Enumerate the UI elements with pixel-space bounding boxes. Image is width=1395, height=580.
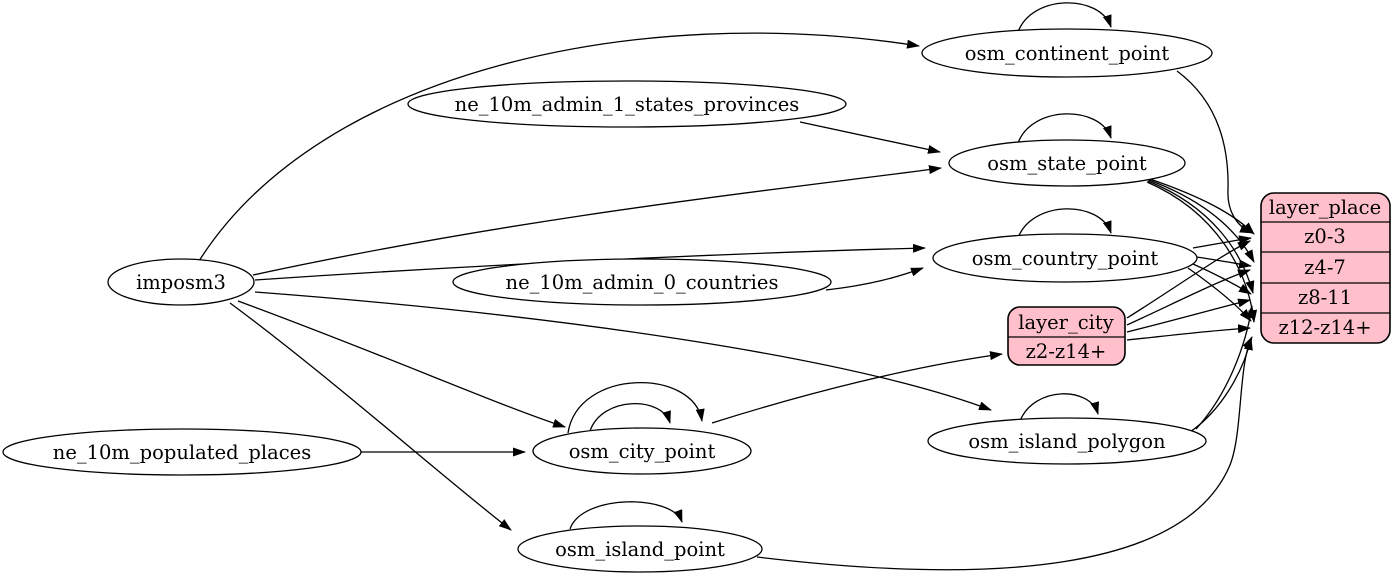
edge-ne-10m-admin-1-states-provinces-to-osm-state-point bbox=[799, 121, 941, 154]
edge-selfloop-inner-osm-city-point bbox=[589, 403, 671, 432]
edge-osm-state-point-to-layer-place-z0-3 bbox=[1149, 178, 1255, 235]
ne-places-shape bbox=[2, 428, 362, 476]
osm-state-point-label: osm_state_point bbox=[987, 152, 1147, 175]
edge-layer-city-to-layer-place-z0-3 bbox=[1126, 240, 1251, 319]
edge-osm-continent-point-to-layer-place-z0-3 bbox=[1176, 70, 1253, 234]
osm-city-point-shape bbox=[532, 427, 752, 475]
layer-place-title: layer_place bbox=[1269, 196, 1381, 219]
node-ne-10m-admin-0-countries: ne_10m_admin_0_countries bbox=[452, 258, 832, 306]
osm-state-point-shape bbox=[948, 139, 1186, 187]
layer-place-row-z8-11: z8-11 bbox=[1298, 286, 1352, 309]
edge-layer-city-to-layer-place-z4-7 bbox=[1126, 269, 1251, 326]
layer-place-row-z0-3: z0-3 bbox=[1304, 225, 1346, 248]
osm-island-point-label: osm_island_point bbox=[555, 538, 725, 561]
edge-layer-city-to-layer-place-z12-z14 bbox=[1126, 324, 1251, 341]
node-osm-city-point: osm_city_point bbox=[532, 427, 752, 475]
edge-osm-country-point-to-layer-place-z0-3 bbox=[1192, 235, 1252, 249]
edge-osm-city-point-to-layer-city-z2-z14 bbox=[711, 351, 1003, 424]
ne-countries-label: ne_10m_admin_0_countries bbox=[506, 271, 779, 294]
osm-country-point-shape bbox=[932, 233, 1198, 283]
node-ne-10m-populated-places: ne_10m_populated_places bbox=[2, 428, 362, 476]
edge-selfloop-osm-island-polygon bbox=[1019, 393, 1100, 422]
ne-countries-shape bbox=[452, 258, 832, 306]
edge-osm-island-polygon-to-layer-place-z8-11 bbox=[1195, 305, 1255, 430]
edge-osm-country-point-to-layer-place-z4-7 bbox=[1195, 256, 1252, 269]
layer-place-row-z4-7: z4-7 bbox=[1304, 256, 1346, 279]
node-osm-state-point: osm_state_point bbox=[948, 139, 1186, 187]
edge-selfloop-osm-state-point bbox=[1017, 113, 1112, 144]
edge-imposm3-to-osm-island-polygon bbox=[254, 291, 992, 411]
ne-places-label: ne_10m_populated_places bbox=[53, 441, 311, 464]
edge-imposm3-to-osm-continent-point bbox=[198, 32, 920, 262]
layer-place-shape bbox=[1260, 192, 1391, 344]
node-osm-island-point: osm_island_point bbox=[517, 525, 763, 573]
node-ne-10m-admin-1-states-provinces: ne_10m_admin_1_states_provinces bbox=[407, 80, 847, 128]
node-imposm3: imposm3 bbox=[107, 258, 255, 306]
edge-osm-island-point-to-layer-place-z12-z14 bbox=[756, 336, 1253, 571]
edge-selfloop-osm-continent-point bbox=[1017, 2, 1112, 33]
layer-place-row-z12-z14: z12-z14+ bbox=[1278, 316, 1371, 339]
layer-city-title: layer_city bbox=[1018, 311, 1114, 334]
ne-states-shape bbox=[407, 80, 847, 128]
edge-selfloop-osm-island-point bbox=[569, 501, 683, 530]
edge-imposm3-to-osm-island-point bbox=[229, 302, 512, 531]
node-osm-continent-point: osm_continent_point bbox=[921, 28, 1213, 78]
osm-island-point-shape bbox=[517, 525, 763, 573]
edge-layer-city-to-layer-place-z8-11 bbox=[1126, 298, 1251, 333]
edge-selfloop-outer-osm-city-point bbox=[567, 382, 705, 434]
node-layer-city: layer_city z2-z14+ bbox=[1007, 306, 1126, 366]
edge-ne-10m-admin-0-countries-to-osm-country-point bbox=[825, 267, 924, 291]
imposm3-shape bbox=[107, 258, 255, 306]
layer-city-shape bbox=[1007, 306, 1126, 366]
node-layer-place: layer_place z0-3 z4-7 z8-11 z12-z14+ bbox=[1260, 192, 1391, 344]
edge-imposm3-to-osm-city-point bbox=[237, 300, 566, 428]
ne-states-label: ne_10m_admin_1_states_provinces bbox=[455, 93, 800, 116]
edge-osm-state-point-to-layer-place-z4-7 bbox=[1148, 179, 1255, 263]
osm-continent-point-label: osm_continent_point bbox=[965, 42, 1170, 65]
osm-country-point-label: osm_country_point bbox=[972, 247, 1159, 270]
edge-osm-state-point-to-layer-place-z8-11 bbox=[1147, 180, 1255, 294]
osm-island-polygon-shape bbox=[927, 417, 1207, 465]
osm-continent-point-shape bbox=[921, 28, 1213, 78]
node-osm-island-polygon: osm_island_polygon bbox=[927, 417, 1207, 465]
edge-selfloop-osm-country-point bbox=[1017, 208, 1112, 239]
edge-imposm3-to-osm-state-point bbox=[252, 165, 942, 276]
edge-layer bbox=[198, 2, 1258, 571]
node-osm-country-point: osm_country_point bbox=[932, 233, 1198, 283]
osm-city-point-label: osm_city_point bbox=[569, 440, 716, 463]
osm-island-polygon-label: osm_island_polygon bbox=[968, 430, 1166, 453]
layer-city-row-z2-z14: z2-z14+ bbox=[1026, 340, 1107, 363]
imposm3-label: imposm3 bbox=[136, 271, 226, 294]
